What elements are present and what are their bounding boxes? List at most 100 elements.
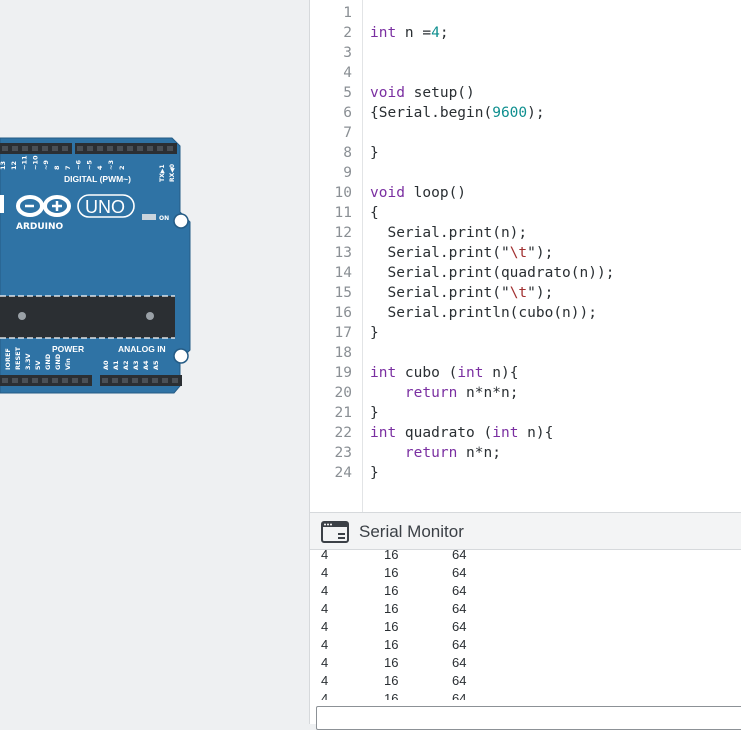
- pin-label: Vin: [64, 358, 72, 370]
- line-number: 18: [334, 345, 352, 361]
- analog-header: [0, 375, 182, 386]
- serial-value: 64: [452, 550, 467, 562]
- on-label: ON: [159, 215, 169, 222]
- pin-label: IOREF: [4, 348, 12, 370]
- serial-value: 4: [321, 637, 329, 652]
- header-pin[interactable]: [132, 378, 138, 383]
- serial-value: 4: [321, 583, 329, 598]
- header-pin[interactable]: [107, 146, 113, 151]
- header-pin[interactable]: [52, 378, 58, 383]
- pin-label: GND: [44, 353, 52, 370]
- header-pin[interactable]: [32, 146, 38, 151]
- line-number: 23: [334, 445, 352, 461]
- header-pin[interactable]: [2, 146, 8, 151]
- power-label: POWER: [52, 344, 84, 354]
- uno-badge: [77, 194, 135, 218]
- serial-monitor-title: Serial Monitor: [359, 522, 464, 541]
- digital-label: DIGITAL (PWM~): [64, 174, 131, 184]
- line-number: 16: [334, 305, 352, 321]
- pin-label: 12: [10, 161, 18, 170]
- serial-value: 4: [321, 601, 329, 616]
- digital-header: [0, 143, 177, 154]
- header-pin[interactable]: [72, 378, 78, 383]
- header-pin[interactable]: [102, 378, 108, 383]
- serial-value: 4: [321, 691, 329, 700]
- header-pin[interactable]: [87, 146, 93, 151]
- analog-label: ANALOG IN: [118, 344, 166, 354]
- pin-label: 13: [0, 161, 7, 170]
- serial-value: 64: [452, 691, 467, 700]
- serial-value: 4: [321, 565, 329, 580]
- header-pin[interactable]: [117, 146, 123, 151]
- header-pin[interactable]: [137, 146, 143, 151]
- serial-value: 16: [384, 550, 399, 562]
- pin-label: 5V: [34, 360, 42, 370]
- header-pin[interactable]: [152, 378, 158, 383]
- pin-label: 7: [64, 165, 72, 170]
- code-text: Serial.print(quadrato(n));: [370, 265, 615, 281]
- header-pin[interactable]: [2, 378, 8, 383]
- header-pin[interactable]: [142, 378, 148, 383]
- pin-label: A5: [152, 360, 160, 370]
- header-pin[interactable]: [167, 146, 173, 151]
- line-number: 21: [334, 405, 352, 421]
- line-number: 22: [334, 425, 352, 441]
- on-led: [142, 214, 156, 220]
- serial-value: 64: [452, 601, 467, 616]
- pin-label: ~11: [21, 155, 29, 170]
- serial-value: 64: [452, 637, 467, 652]
- header-pin[interactable]: [32, 378, 38, 383]
- header-pin[interactable]: [22, 146, 28, 151]
- pin-label: ~9: [42, 160, 50, 170]
- header-pin[interactable]: [42, 378, 48, 383]
- line-number-gutter: [310, 0, 363, 512]
- code-text: {: [370, 205, 379, 221]
- pin-label: 8: [53, 165, 61, 170]
- line-number: 14: [334, 265, 352, 281]
- code-text: int n =4;: [370, 25, 449, 41]
- header-pin[interactable]: [127, 146, 133, 151]
- pin-label: ~5: [85, 160, 93, 170]
- header-pin[interactable]: [42, 146, 48, 151]
- serial-input[interactable]: [316, 706, 741, 730]
- header-pin[interactable]: [12, 146, 18, 151]
- header-pin[interactable]: [97, 146, 103, 151]
- serial-value: 64: [452, 673, 467, 688]
- header-pin[interactable]: [122, 378, 128, 383]
- serial-value: 16: [384, 565, 399, 580]
- header-pin[interactable]: [12, 378, 18, 383]
- serial-value: 64: [452, 655, 467, 670]
- serial-monitor-header[interactable]: Serial Monitor: [310, 512, 741, 550]
- serial-value: 4: [321, 655, 329, 670]
- header-pin[interactable]: [52, 146, 58, 151]
- serial-value: 64: [452, 619, 467, 634]
- pin-label: RESET: [14, 346, 22, 370]
- header-pin[interactable]: [82, 378, 88, 383]
- header-pin[interactable]: [172, 378, 178, 383]
- serial-value: 64: [452, 565, 467, 580]
- serial-value: 16: [384, 691, 399, 700]
- serial-value: 4: [321, 673, 329, 688]
- header-pin[interactable]: [112, 378, 118, 383]
- pin-label: ~6: [75, 160, 83, 170]
- code-text: void setup(): [370, 85, 475, 101]
- serial-value: 16: [384, 673, 399, 688]
- header-pin[interactable]: [157, 146, 163, 151]
- line-number: 19: [334, 365, 352, 381]
- header-pin[interactable]: [62, 146, 68, 151]
- line-number: 8: [343, 145, 352, 161]
- line-number: 2: [343, 25, 352, 41]
- header-pin[interactable]: [162, 378, 168, 383]
- code-text: }: [370, 465, 379, 481]
- header-pin[interactable]: [22, 378, 28, 383]
- header-pin[interactable]: [147, 146, 153, 151]
- header-pin[interactable]: [77, 146, 83, 151]
- header-pin[interactable]: [62, 378, 68, 383]
- serial-value: 16: [384, 601, 399, 616]
